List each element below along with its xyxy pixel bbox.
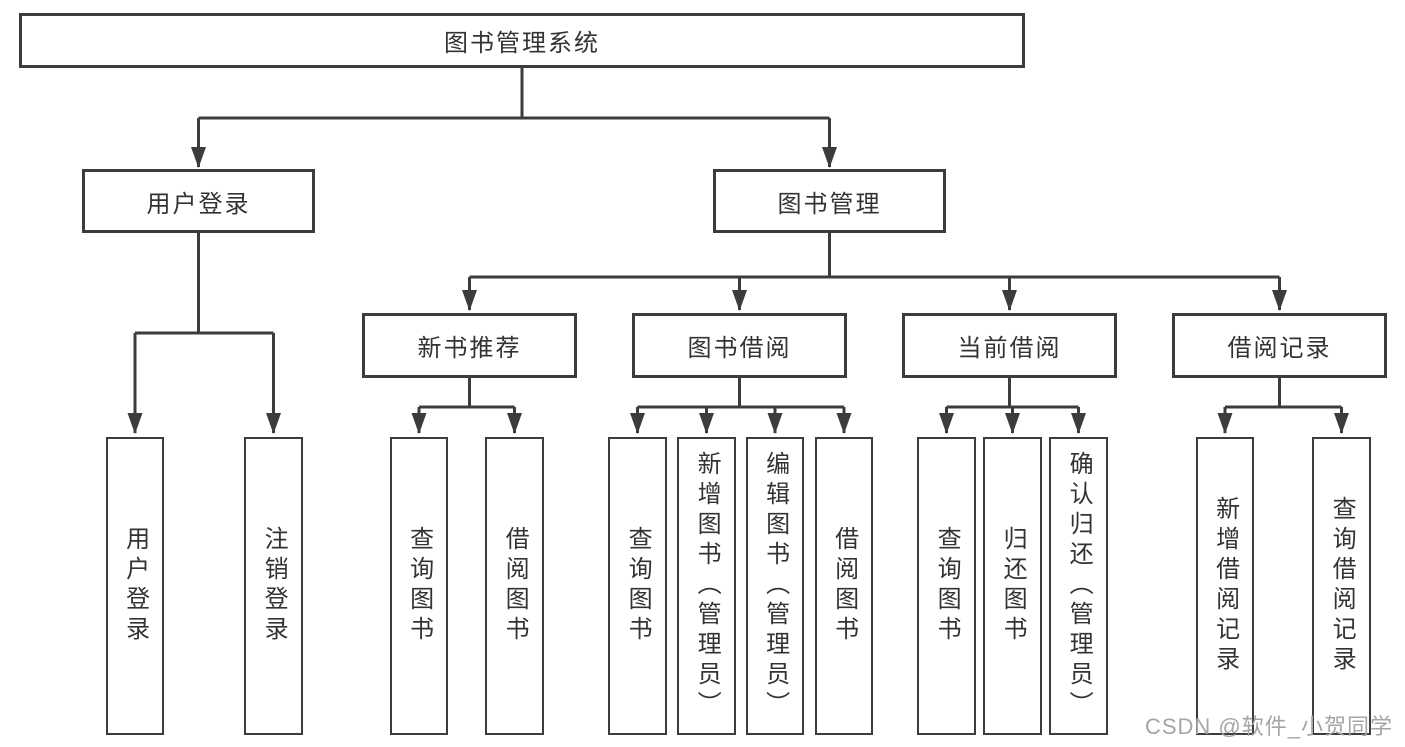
node-current-borrow: 当前借阅 bbox=[902, 313, 1117, 378]
leaf-logout: 注销登录 bbox=[244, 437, 303, 735]
connector-book-management bbox=[462, 233, 1287, 311]
connector-user-login bbox=[127, 233, 281, 434]
connector-root bbox=[191, 68, 837, 168]
leaf-borrow-books-recommend: 借阅图书 bbox=[485, 437, 544, 735]
node-library-management-system: 图书管理系统 bbox=[19, 13, 1025, 68]
leaf-query-borrow-record: 查询借阅记录 bbox=[1312, 437, 1371, 735]
node-user-login: 用户登录 bbox=[82, 169, 315, 233]
connector-borrow-records bbox=[1217, 378, 1349, 434]
csdn-watermark: CSDN @软件_小贺同学 bbox=[1144, 714, 1393, 739]
leaf-add-borrow-record: 新增借阅记录 bbox=[1196, 437, 1254, 735]
node-new-book-recommend: 新书推荐 bbox=[362, 313, 577, 378]
leaf-confirm-return-admin: 确认归还（管理员） bbox=[1049, 437, 1108, 735]
leaf-edit-book-admin: 编辑图书（管理员） bbox=[746, 437, 804, 735]
leaf-add-book-admin: 新增图书（管理员） bbox=[677, 437, 736, 735]
leaf-user-login: 用户登录 bbox=[106, 437, 164, 735]
connector-new-book-recommend bbox=[411, 378, 522, 434]
leaf-query-books-recommend: 查询图书 bbox=[390, 437, 448, 735]
node-borrow-records: 借阅记录 bbox=[1172, 313, 1387, 378]
leaf-query-books-current: 查询图书 bbox=[917, 437, 976, 735]
leaf-return-books: 归还图书 bbox=[983, 437, 1042, 735]
leaf-query-books-borrow: 查询图书 bbox=[608, 437, 667, 735]
node-book-management: 图书管理 bbox=[713, 169, 946, 233]
leaf-borrow-books-borrow: 借阅图书 bbox=[815, 437, 873, 735]
connector-book-borrow bbox=[630, 378, 852, 434]
node-book-borrow: 图书借阅 bbox=[632, 313, 847, 378]
connector-current-borrow bbox=[939, 378, 1086, 434]
